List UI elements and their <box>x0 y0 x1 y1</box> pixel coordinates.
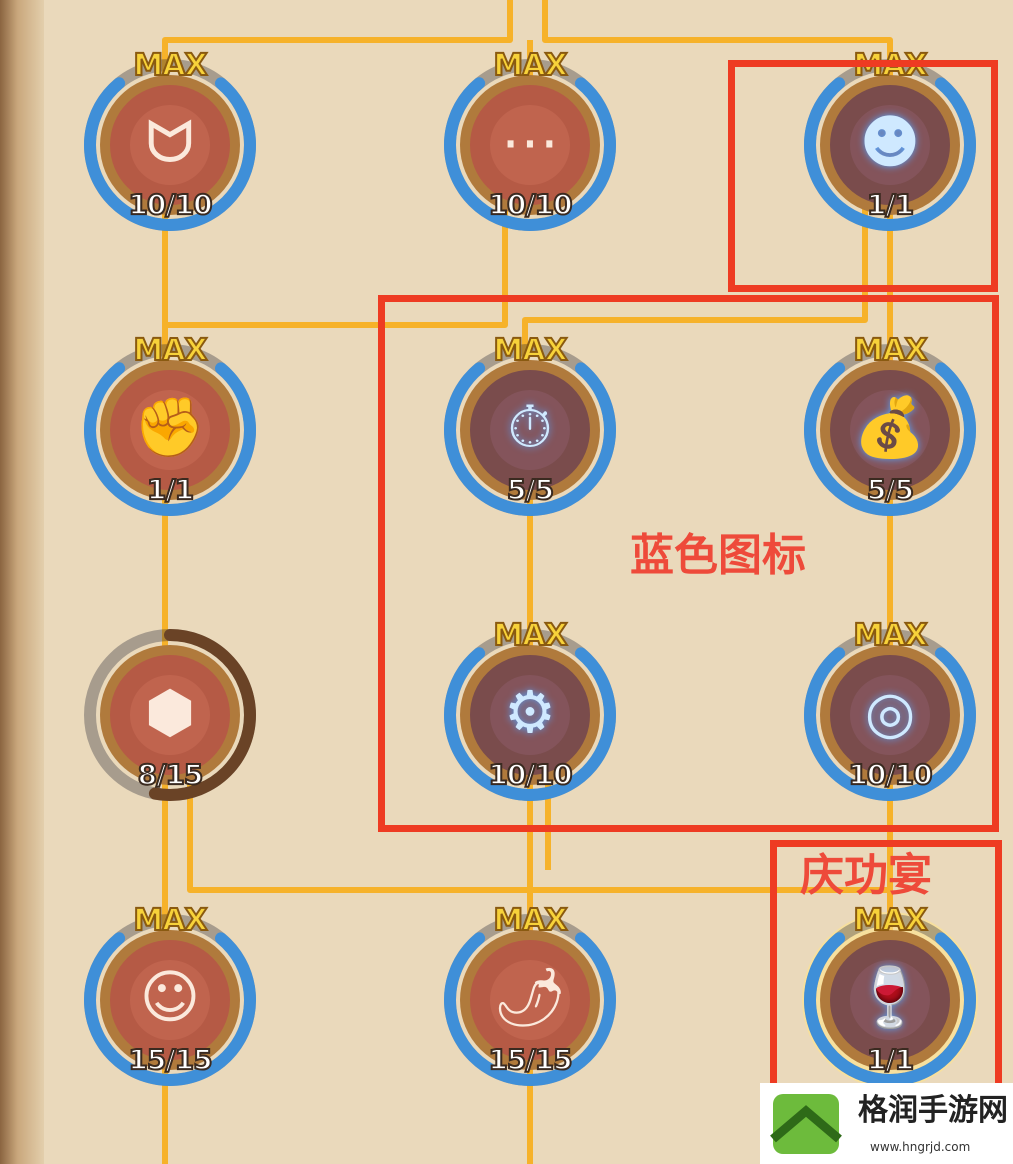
skill-node-chat[interactable]: ⋯ MAX 10/10 <box>440 48 620 235</box>
progress-ring <box>444 344 616 516</box>
watermark: 格润手游网 www.hngrjd.com <box>760 1083 1013 1164</box>
level-text: 15/15 <box>127 1043 213 1077</box>
progress-ring <box>804 344 976 516</box>
max-badge: MAX <box>492 48 568 84</box>
skill-node-mushroom-sunglasses[interactable]: ☻ MAX 1/1 <box>800 48 980 235</box>
progress-ring <box>802 912 978 1088</box>
handshake-icon: ✊ <box>133 392 207 461</box>
max-badge: MAX <box>852 618 928 654</box>
watermark-name: 格润手游网 <box>858 1093 1008 1128</box>
level-text: 5/5 <box>506 473 555 507</box>
progress-ring <box>444 59 616 231</box>
progress-ring <box>84 59 256 231</box>
skill-node-handshake[interactable]: ✊ MAX 1/1 <box>80 333 260 520</box>
max-badge: MAX <box>492 333 568 369</box>
progress-ring <box>444 914 616 1086</box>
level-text: 5/5 <box>866 473 915 507</box>
progress-ring <box>804 629 976 801</box>
progress-ring <box>444 629 616 801</box>
skill-node-chip[interactable]: ⚙ MAX 10/10 <box>440 618 620 805</box>
progress-ring <box>84 629 256 801</box>
fangs-icon: ᗢ <box>145 107 195 176</box>
level-text: 10/10 <box>487 188 573 222</box>
skill-node-honeycomb[interactable]: ⬢ 8/15 <box>80 625 260 805</box>
skill-node-spray[interactable]: 🌶 MAX 15/15 <box>440 903 620 1090</box>
feast-icon: 🍷 <box>853 962 927 1031</box>
level-text: 15/15 <box>487 1043 573 1077</box>
watermark-logo-icon <box>770 1094 842 1154</box>
level-text: 1/1 <box>866 188 915 222</box>
stopwatch-icon: ⏱ <box>507 392 553 461</box>
skill-node-money-bag[interactable]: 💰 MAX 5/5 <box>800 333 980 520</box>
spray-can-icon: 🌶 <box>493 962 567 1031</box>
panel-edge <box>0 0 44 1164</box>
chat-bubble-icon: ⋯ <box>501 107 559 176</box>
money-bag-icon: 💰 <box>853 392 927 461</box>
radar-icon: ◎ <box>864 677 916 746</box>
level-text: 10/10 <box>847 758 933 792</box>
highlight-box-blue-icons <box>378 295 999 832</box>
skill-node-feast[interactable]: 🍷 MAX 1/1 <box>800 903 980 1090</box>
level-text: 8/15 <box>137 758 205 792</box>
max-badge: MAX <box>852 903 928 939</box>
label-blue-icons: 蓝色图标 <box>630 530 806 581</box>
watermark-url: www.hngrjd.com <box>870 1140 971 1154</box>
skill-node-stopwatch[interactable]: ⏱ MAX 5/5 <box>440 333 620 520</box>
honeycomb-icon: ⬢ <box>144 677 196 746</box>
label-feast: 庆功宴 <box>800 850 932 901</box>
max-badge: MAX <box>492 903 568 939</box>
max-badge: MAX <box>132 48 208 84</box>
skill-node-radar[interactable]: ◎ MAX 10/10 <box>800 618 980 805</box>
max-badge: MAX <box>492 618 568 654</box>
chef-icon: ☺ <box>139 962 201 1031</box>
progress-ring <box>84 914 256 1086</box>
max-badge: MAX <box>852 333 928 369</box>
skill-node-chef[interactable]: ☺ MAX 15/15 <box>80 903 260 1090</box>
level-text: 10/10 <box>487 758 573 792</box>
max-badge: MAX <box>132 333 208 369</box>
level-text: 10/10 <box>127 188 213 222</box>
highlight-box-top <box>728 60 998 292</box>
progress-ring <box>84 344 256 516</box>
skill-node-fangs[interactable]: ᗢ MAX 10/10 <box>80 48 260 235</box>
chip-icon: ⚙ <box>504 677 556 746</box>
mushroom-sunglasses-icon: ☻ <box>859 107 921 176</box>
progress-ring <box>804 59 976 231</box>
level-text: 1/1 <box>146 473 195 507</box>
level-text: 1/1 <box>866 1043 915 1077</box>
max-badge: MAX <box>132 903 208 939</box>
